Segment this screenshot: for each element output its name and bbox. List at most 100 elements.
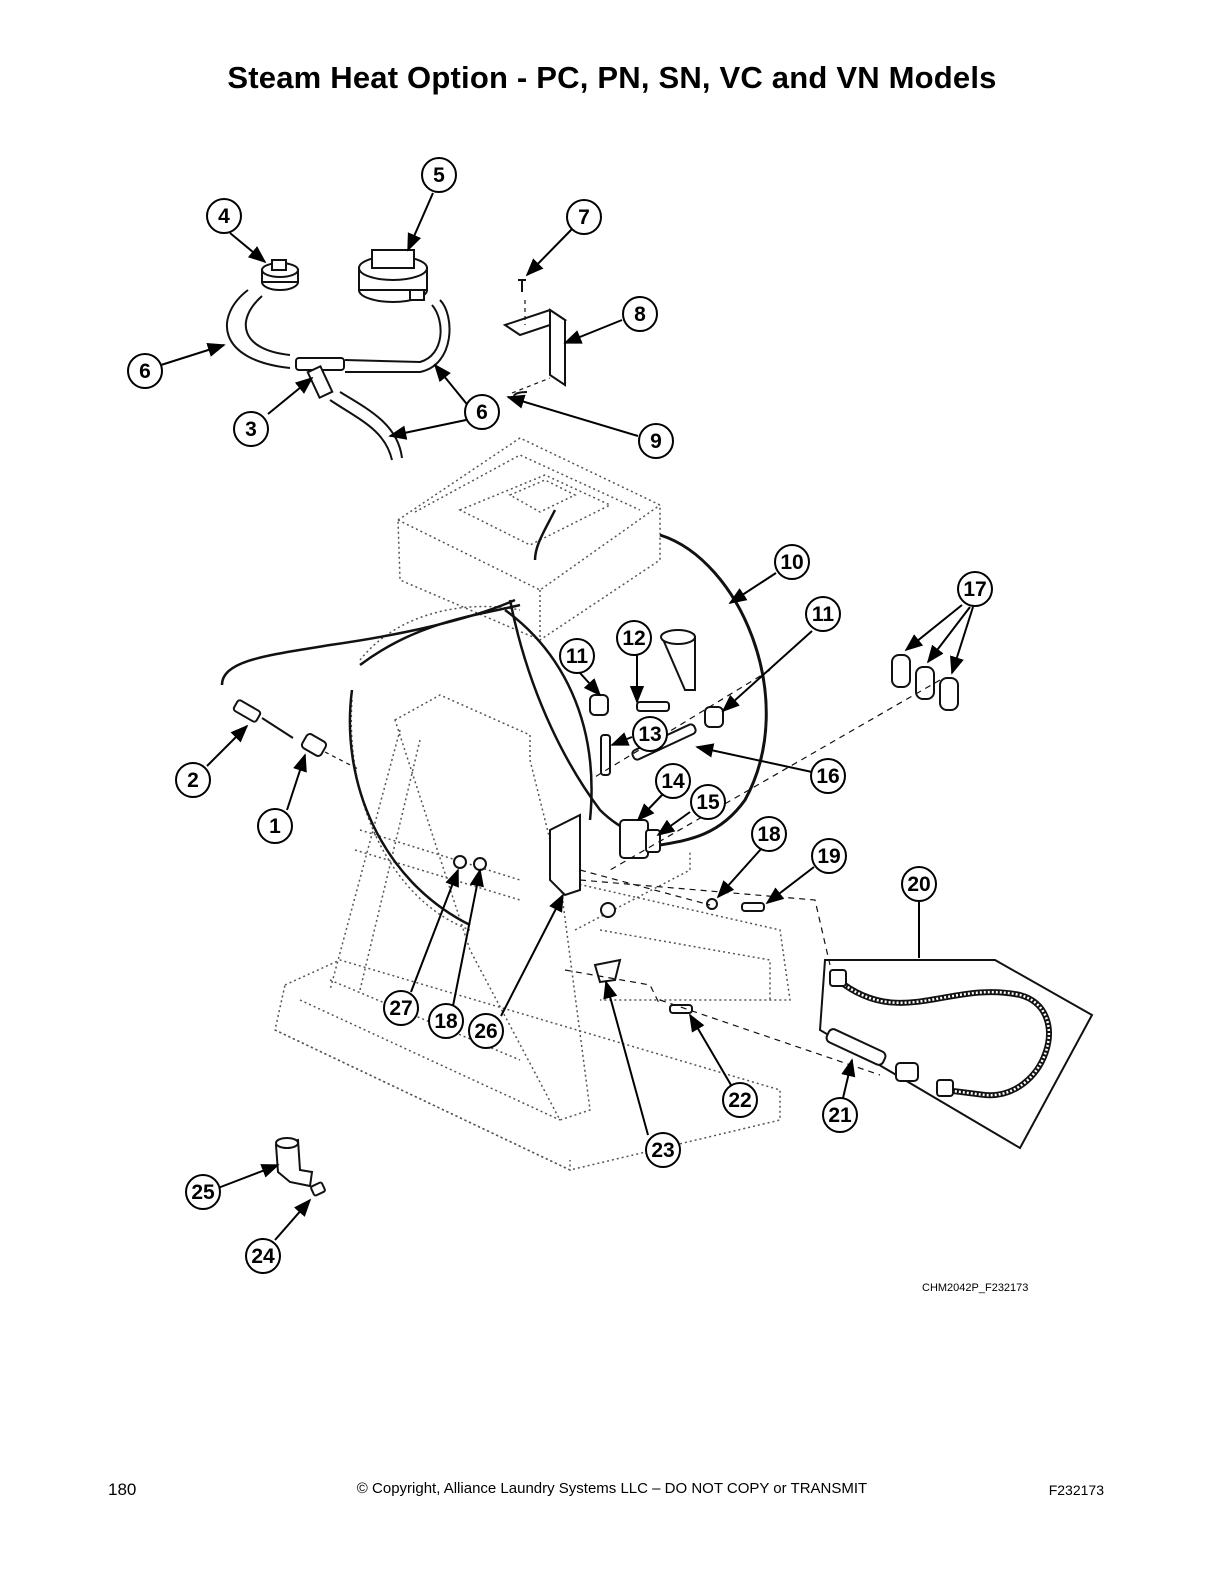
callout-circle	[468, 1013, 504, 1049]
callout-number: 18	[757, 823, 781, 846]
callout-circle	[616, 620, 652, 656]
callout-21: 21	[822, 1097, 858, 1133]
callout-circle	[632, 716, 668, 752]
pressure-switch-large	[358, 249, 428, 303]
callout-17: 17	[957, 571, 993, 607]
callout-number: 18	[434, 1010, 458, 1033]
callout-11: 11	[559, 638, 595, 674]
callout-24: 24	[245, 1238, 281, 1274]
steam-valve	[619, 819, 661, 859]
document-code: F232173	[1048, 1482, 1104, 1498]
callout-number: 20	[907, 873, 930, 896]
callout-number: 1	[269, 815, 281, 838]
dryer-drum	[348, 533, 768, 927]
callout-number: 14	[661, 770, 685, 793]
hose-kit-panel	[818, 959, 1094, 1150]
callout-circle	[559, 638, 595, 674]
callout-circle	[127, 353, 163, 389]
callout-number: 10	[780, 551, 803, 574]
callout-circle	[175, 762, 211, 798]
callout-number: 6	[139, 360, 151, 383]
callout-number: 9	[650, 430, 662, 453]
copyright-notice: © Copyright, Alliance Laundry Systems LL…	[356, 1480, 868, 1497]
callout-4: 4	[206, 198, 242, 234]
callout-number: 19	[817, 845, 840, 868]
callout-9: 9	[638, 423, 674, 459]
callout-circle	[805, 596, 841, 632]
callout-6: 6	[127, 353, 163, 389]
callout-circle	[722, 1082, 758, 1118]
callout-number: 6	[476, 401, 488, 424]
callout-11: 11	[805, 596, 841, 632]
callout-number: 15	[696, 791, 720, 814]
callout-circle	[751, 816, 787, 852]
callout-13: 13	[632, 716, 668, 752]
callout-circle	[257, 808, 293, 844]
callout-circle	[645, 1132, 681, 1168]
pipe-nipple	[825, 1028, 887, 1066]
callout-circle	[957, 571, 993, 607]
sensor-probe	[232, 699, 328, 757]
small-hardware	[453, 855, 765, 1014]
callout-20: 20	[901, 866, 937, 902]
page-title: Steam Heat Option - PC, PN, SN, VC and V…	[227, 60, 997, 95]
callout-18: 18	[751, 816, 787, 852]
callout-3: 3	[233, 411, 269, 447]
callout-23: 23	[645, 1132, 681, 1168]
hose-tee	[295, 357, 345, 399]
callout-circle	[622, 296, 658, 332]
callout-15: 15	[690, 784, 726, 820]
callout-number: 12	[622, 627, 645, 650]
callout-6: 6	[464, 394, 500, 430]
callout-number: 11	[812, 603, 835, 626]
steam-strainer	[274, 1137, 314, 1188]
callout-number: 3	[245, 418, 257, 441]
callout-circle	[690, 784, 726, 820]
pressure-switch-small	[261, 259, 299, 291]
callout-circle	[206, 198, 242, 234]
callout-16: 16	[810, 758, 846, 794]
callout-number: 2	[187, 769, 199, 792]
vent-tube	[660, 629, 696, 691]
callout-circle	[245, 1238, 281, 1274]
callout-circle	[901, 866, 937, 902]
hole-plugs	[891, 654, 959, 711]
callout-14: 14	[655, 763, 691, 799]
callout-number: 16	[816, 765, 839, 788]
callout-18: 18	[428, 1003, 464, 1039]
callout-circle	[383, 990, 419, 1026]
callout-number: 24	[251, 1245, 275, 1268]
callout-26: 26	[468, 1013, 504, 1049]
callout-2: 2	[175, 762, 211, 798]
callout-circle	[421, 157, 457, 193]
screw-7	[518, 279, 526, 292]
callout-group: 1234566789101111121314151617181819202122…	[127, 157, 993, 1274]
callout-number: 17	[963, 578, 986, 601]
callout-circle	[638, 423, 674, 459]
callout-number: 21	[828, 1104, 852, 1127]
callout-number: 5	[433, 164, 445, 187]
callout-number: 27	[389, 997, 412, 1020]
valve-bracket	[549, 813, 581, 897]
callout-number: 4	[218, 205, 230, 228]
callout-circle	[428, 1003, 464, 1039]
callout-25: 25	[185, 1174, 221, 1210]
hose-assembly	[225, 289, 451, 461]
callout-number: 25	[191, 1181, 215, 1204]
callout-7: 7	[566, 199, 602, 235]
callout-number: 7	[578, 206, 590, 229]
callout-number: 22	[728, 1089, 751, 1112]
callout-circle	[185, 1174, 221, 1210]
callout-circle	[233, 411, 269, 447]
callout-27: 27	[383, 990, 419, 1026]
callout-22: 22	[722, 1082, 758, 1118]
leader-lines	[160, 192, 974, 1241]
callout-number: 26	[474, 1020, 497, 1043]
callout-1: 1	[257, 808, 293, 844]
callout-number: 13	[638, 723, 661, 746]
callout-number: 11	[566, 645, 589, 668]
page-number: 180	[108, 1480, 137, 1499]
dryer-frame	[274, 437, 791, 1172]
callout-number: 23	[651, 1139, 674, 1162]
